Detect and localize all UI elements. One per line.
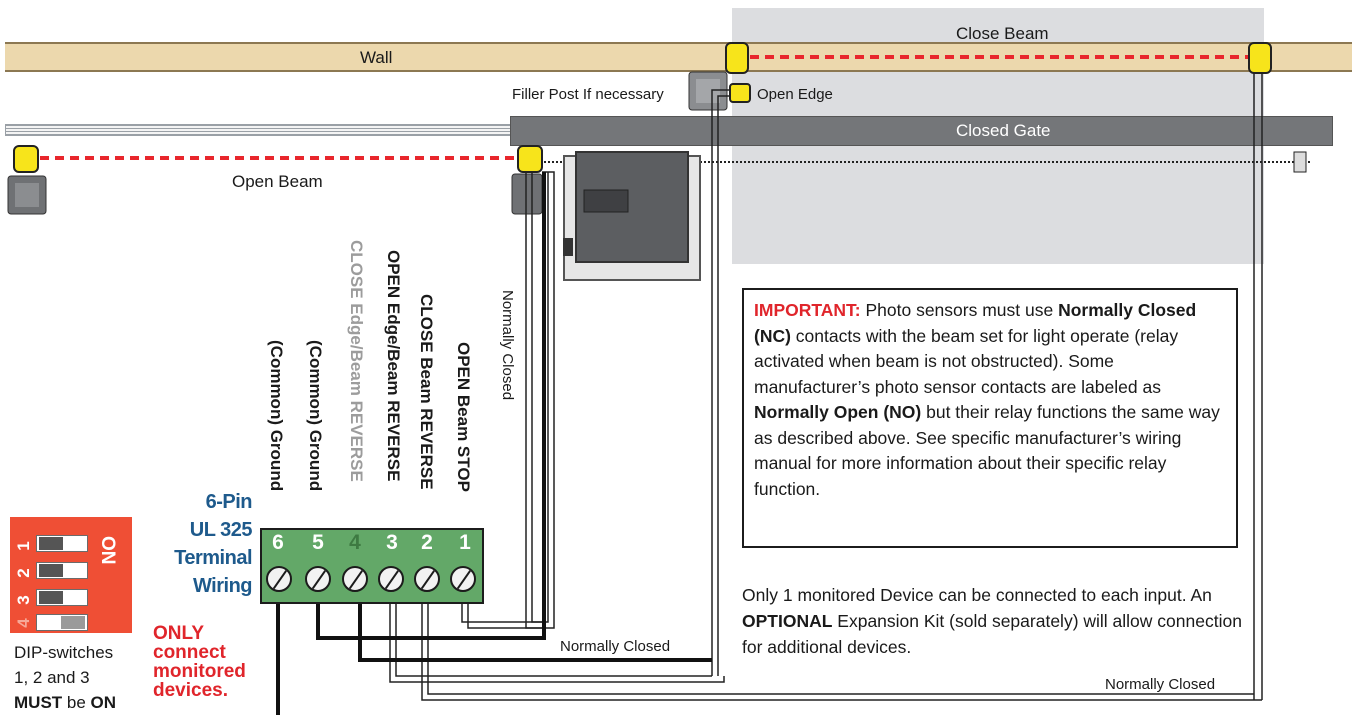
pin-number-2: 2 bbox=[421, 531, 433, 554]
post-open-beam-left bbox=[7, 175, 47, 215]
normally-closed-label-bottom: Normally Closed bbox=[560, 638, 671, 655]
screw-3 bbox=[378, 566, 404, 592]
wall-label: Wall bbox=[360, 48, 393, 67]
screw-1 bbox=[450, 566, 476, 592]
pin-number-3: 3 bbox=[386, 531, 398, 554]
close-beam-sensor-left bbox=[725, 42, 749, 74]
normally-closed-label-right: Normally Closed bbox=[1105, 676, 1216, 693]
pin-label-5: (Common) Ground bbox=[306, 340, 325, 492]
dip-switch-1[interactable] bbox=[36, 535, 88, 552]
filler-post-label: Filler Post If necessary bbox=[512, 86, 664, 103]
dip-switch-3[interactable] bbox=[36, 589, 88, 606]
open-beam-label: Open Beam bbox=[232, 172, 323, 191]
pin-label-3: OPEN Edge/Beam REVERSE bbox=[384, 250, 403, 482]
pin-label-2: CLOSE Beam REVERSE bbox=[417, 294, 436, 490]
warning-line: devices. bbox=[153, 680, 228, 701]
dip-switch-2[interactable] bbox=[36, 562, 88, 579]
terminal-title-line: UL 325 bbox=[189, 519, 253, 541]
dip-on-label: ON bbox=[97, 536, 118, 565]
filler-post bbox=[688, 71, 728, 111]
pin-number-6: 6 bbox=[272, 531, 284, 554]
monitored-devices-warning: ONLY connect monitored devices. bbox=[153, 624, 268, 700]
post-open-beam-right bbox=[511, 173, 543, 215]
closed-gate-label: Closed Gate bbox=[956, 121, 1051, 140]
gate-operator bbox=[563, 151, 701, 281]
pin-number-5: 5 bbox=[312, 531, 324, 554]
expansion-note: Only 1 monitored Device can be connected… bbox=[742, 585, 1242, 657]
open-beam-sensor-right bbox=[517, 145, 543, 173]
close-beam-label: Close Beam bbox=[956, 24, 1049, 43]
normally-closed-label-vertical: Normally Closed bbox=[499, 290, 516, 401]
warning-line: monitored bbox=[153, 661, 246, 682]
ground-wire-5 bbox=[316, 172, 546, 640]
screw-4 bbox=[342, 566, 368, 592]
dip-caption-line: DIP-switches bbox=[14, 643, 114, 662]
pin-label-4: CLOSE Edge/Beam REVERSE bbox=[347, 240, 366, 482]
pin-label-1: OPEN Beam STOP bbox=[454, 342, 473, 492]
open-edge-label: Open Edge bbox=[757, 86, 833, 103]
dip-caption-line: 1, 2 and 3 bbox=[14, 668, 90, 687]
pin-number-4: 4 bbox=[349, 531, 361, 554]
gate-rail-end bbox=[1293, 151, 1307, 173]
terminal-title-line: Terminal bbox=[174, 547, 252, 569]
screw-6 bbox=[266, 566, 292, 592]
important-note: IMPORTANT: Photo sensors must use Normal… bbox=[742, 288, 1238, 548]
screw-5 bbox=[305, 566, 331, 592]
dip-caption: DIP-switches 1, 2 and 3 MUST be ON bbox=[14, 640, 116, 715]
dip-number-4: 4 bbox=[14, 618, 33, 628]
ground-wire-3 bbox=[358, 596, 712, 662]
open-beam-sensor-left bbox=[13, 145, 39, 173]
important-keyword: IMPORTANT: bbox=[754, 300, 861, 320]
terminal-title-line: 6-Pin bbox=[205, 491, 253, 513]
warning-line: connect bbox=[153, 642, 226, 663]
terminal-title-line: Wiring bbox=[192, 575, 253, 597]
dip-caption-line: MUST be ON bbox=[14, 693, 117, 712]
open-edge-sensor bbox=[729, 83, 751, 103]
dip-number-3: 3 bbox=[14, 595, 33, 605]
close-beam-sensor-right bbox=[1248, 42, 1272, 74]
pin-number-1: 1 bbox=[459, 531, 471, 554]
dip-number-2: 2 bbox=[14, 568, 33, 578]
pin-label-6: (Common) Ground bbox=[267, 340, 286, 492]
warning-line: ONLY bbox=[153, 623, 205, 644]
dip-switch-4[interactable] bbox=[36, 614, 88, 631]
terminal-block bbox=[260, 528, 484, 604]
screw-2 bbox=[414, 566, 440, 592]
closed-gate bbox=[510, 116, 1333, 146]
terminal-title: 6-Pin UL 325 Terminal Wiring bbox=[140, 488, 252, 600]
dip-number-1: 1 bbox=[14, 541, 33, 551]
